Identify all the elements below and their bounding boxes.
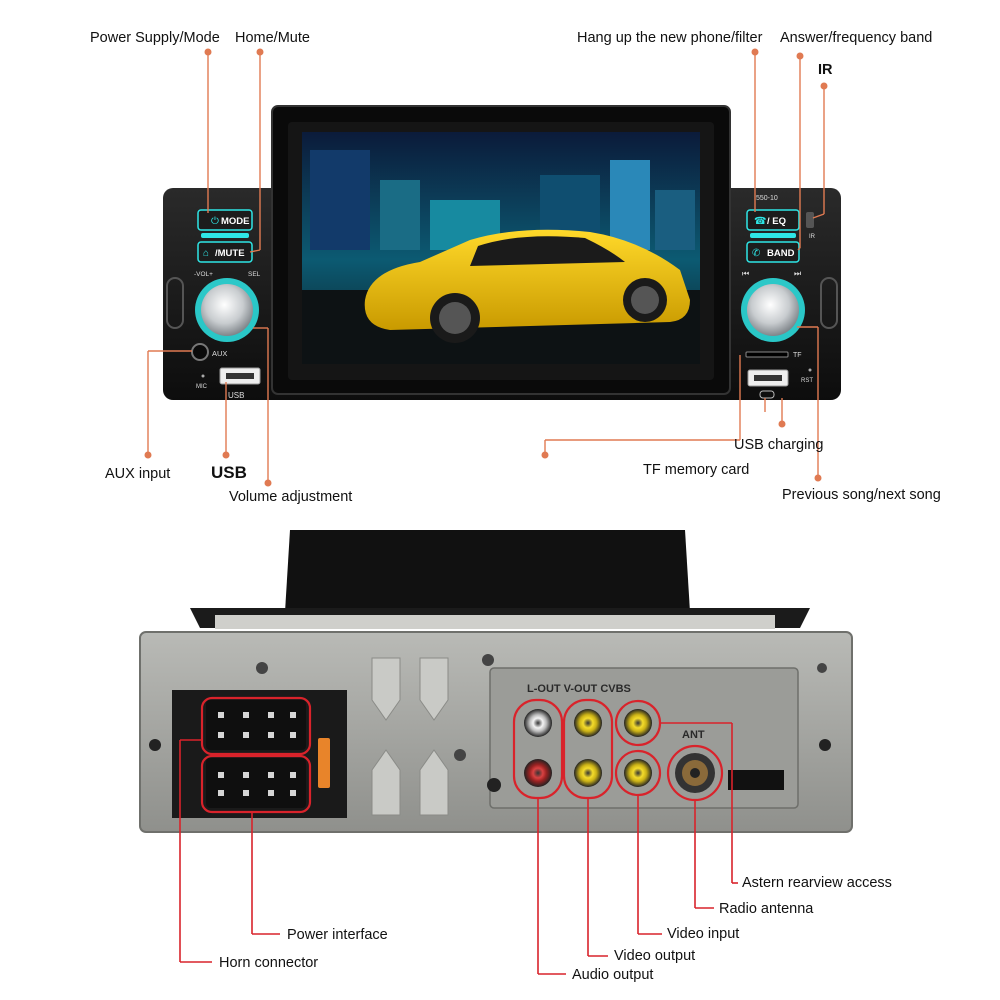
phone-answer-icon: ✆ xyxy=(752,248,760,259)
video-output-callout: Video output xyxy=(614,948,696,964)
prev-next-callout: Previous song/next song xyxy=(782,487,941,503)
fuse xyxy=(318,738,330,788)
home-mute-callout: Home/Mute xyxy=(235,30,310,46)
ir-callout: IR xyxy=(818,62,833,78)
usb-callout: USB xyxy=(211,463,247,482)
rca-cvbs xyxy=(624,709,652,737)
audio-output-callout: Audio output xyxy=(572,967,654,983)
power-interface-socket xyxy=(206,700,306,750)
rca-audio-right xyxy=(524,759,552,787)
video-input-callout: Video input xyxy=(667,926,740,942)
rca-audio-left xyxy=(524,709,552,737)
mute-button-label: /MUTE xyxy=(215,248,245,259)
rst-label: RST xyxy=(801,378,813,384)
aux-input-callout: AUX input xyxy=(105,466,171,482)
mic-label: MIC xyxy=(196,384,208,390)
power-icon: ⏻ xyxy=(211,216,219,227)
power-mode-callout: Power Supply/Mode xyxy=(90,30,220,46)
hangup-callout: Hang up the new phone/filter xyxy=(577,30,763,46)
front-panel-illustration: ⏻ MODE ⌂ /MUTE -VOL+ SEL AUX MIC USB 550… xyxy=(144,48,841,487)
band-button-label: BAND xyxy=(767,248,795,259)
horn-connector-socket xyxy=(206,758,306,808)
eq-button[interactable] xyxy=(746,209,800,231)
astern-callout: Astern rearview access xyxy=(742,875,892,891)
mode-button-label: MODE xyxy=(221,216,250,227)
model-label: 550-10 xyxy=(756,195,778,202)
rca-video-in xyxy=(624,759,652,787)
previous-icon: ⏮ xyxy=(742,269,749,278)
av-panel-label: L-OUT V-OUT CVBS xyxy=(527,683,631,695)
ant-label: ANT xyxy=(682,729,705,741)
tf-card-callout: TF memory card xyxy=(643,462,750,478)
volume-callout: Volume adjustment xyxy=(229,489,353,505)
volume-knob[interactable] xyxy=(201,284,253,336)
aux-jack[interactable] xyxy=(191,343,209,361)
aux-label: AUX xyxy=(212,349,227,358)
front-leader-lines xyxy=(144,48,828,487)
rca-video-out-1 xyxy=(574,709,602,737)
rca-video-out-2 xyxy=(574,759,602,787)
antenna-socket xyxy=(682,760,708,786)
power-interface-callout: Power interface xyxy=(287,927,388,943)
usb-charging-callout: USB charging xyxy=(734,437,824,453)
vol-label: -VOL+ xyxy=(194,271,213,278)
usb-port-label: USB xyxy=(228,391,244,400)
iso-connector-housing xyxy=(172,690,347,818)
ir-sensor xyxy=(806,212,814,228)
phone-hangup-icon: ☎ xyxy=(754,216,766,227)
answer-band-callout: Answer/frequency band xyxy=(780,30,933,46)
rear-highlight-outlines xyxy=(200,696,724,814)
mode-button[interactable] xyxy=(197,209,253,231)
tf-label: TF xyxy=(793,352,802,359)
av-panel xyxy=(489,667,799,809)
ir-panel-label: IR xyxy=(809,234,816,240)
rear-leader-lines xyxy=(179,722,738,975)
horn-connector-callout: Horn connector xyxy=(219,955,319,971)
tf-card-slot[interactable] xyxy=(745,351,789,358)
tuning-knob[interactable] xyxy=(747,284,799,336)
band-button[interactable] xyxy=(746,241,800,263)
rear-plate xyxy=(139,631,853,833)
eq-button-label: / EQ xyxy=(767,216,786,227)
home-icon: ⌂ xyxy=(203,248,209,259)
radio-antenna-callout: Radio antenna xyxy=(719,901,814,917)
display-screen xyxy=(302,132,700,364)
rear-screen-back xyxy=(285,530,690,612)
sel-label: SEL xyxy=(248,271,261,278)
next-icon: ⏭ xyxy=(794,269,801,278)
